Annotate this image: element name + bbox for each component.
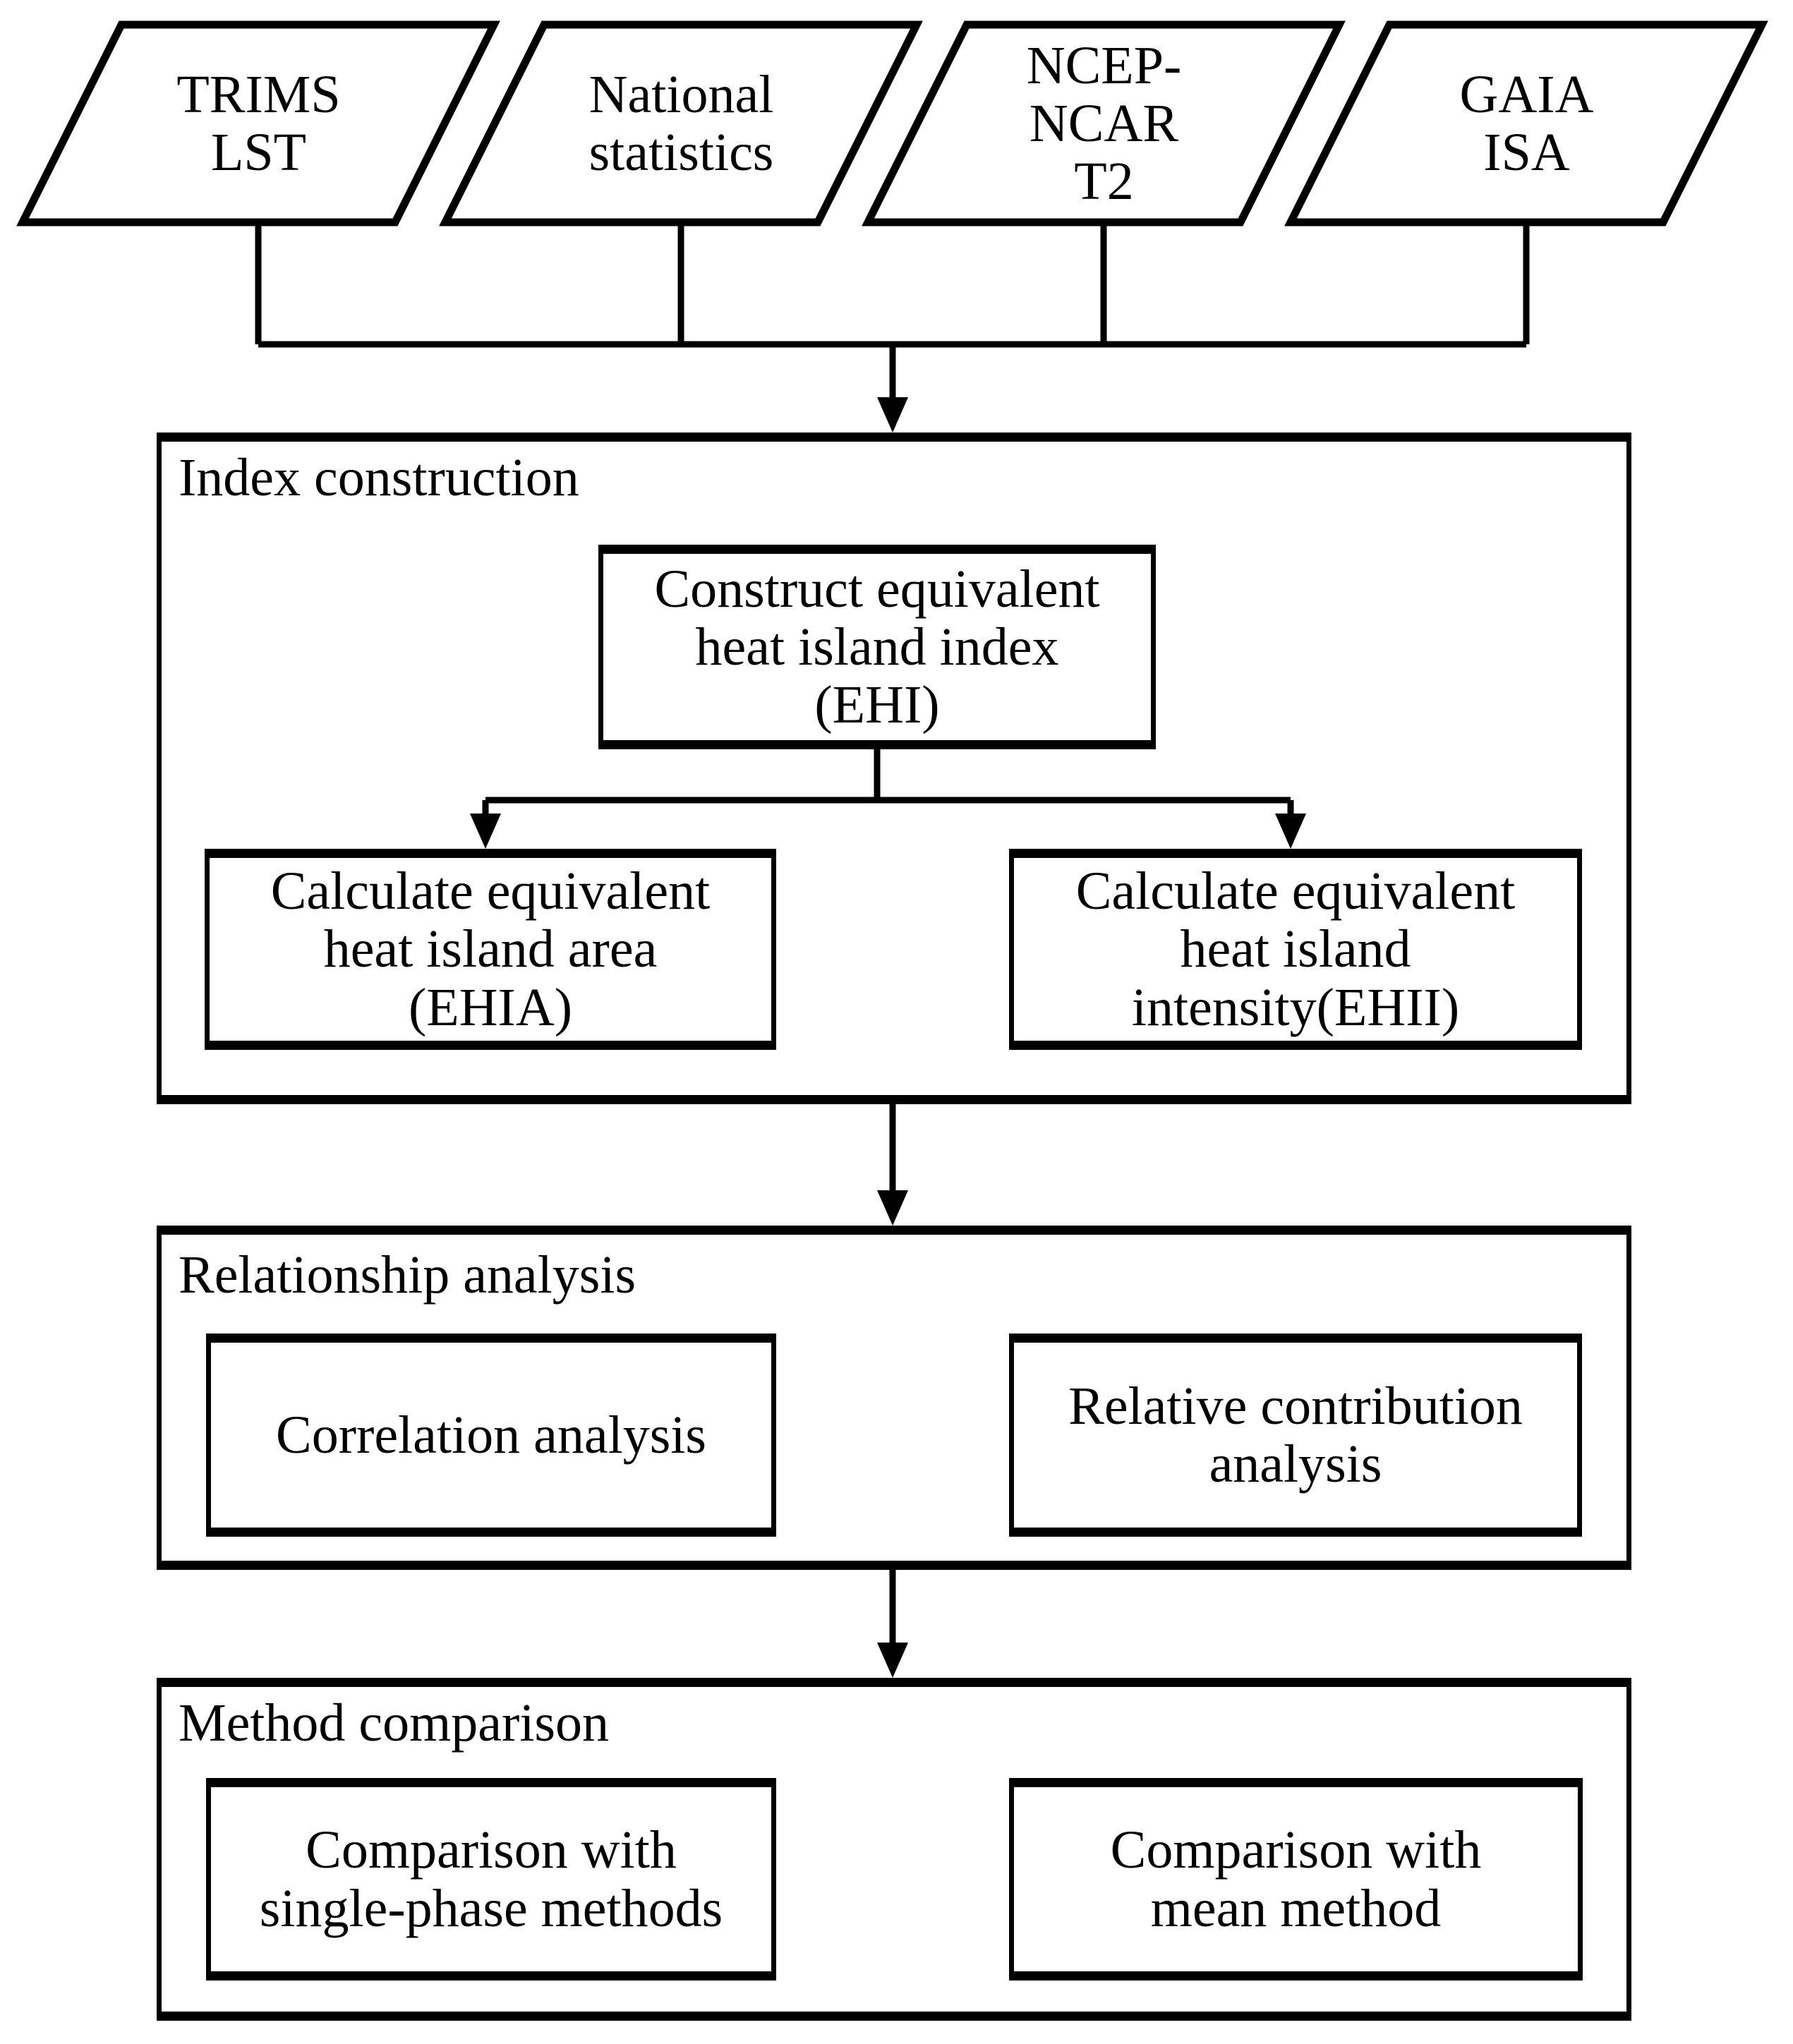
index-construction-title: Index construction <box>179 448 579 507</box>
arrowhead-icon <box>877 1190 908 1226</box>
arrow-to-relationship-analysis <box>877 1104 908 1226</box>
source-merge-connectors <box>255 226 1530 348</box>
source-label-trims-lst: TRIMS LST <box>176 64 341 182</box>
ehii-box-label: Calculate equivalent heat island intensi… <box>1075 861 1516 1037</box>
relationship-analysis-title: Relationship analysis <box>179 1245 636 1305</box>
mean-method-comparison-label: Comparison with mean method <box>1110 1820 1482 1938</box>
arrow-to-index-construction <box>877 344 908 433</box>
arrowhead-icon <box>877 1643 908 1678</box>
parallelogram-trims-lst <box>16 20 500 226</box>
single-phase-comparison-label: Comparison with single-phase methods <box>259 1820 723 1938</box>
method-comparison-container <box>157 1678 1631 2021</box>
ehia-box-label: Calculate equivalent heat island area (E… <box>270 861 711 1037</box>
arrowhead-icon <box>877 397 908 433</box>
source-label-ncep-ncar-t2: NCEP- NCAR T2 <box>1026 35 1182 212</box>
index-construction-container <box>157 433 1631 1104</box>
ehii-box: Calculate equivalent heat island intensi… <box>1009 849 1582 1050</box>
parallelogram-national-statistics <box>439 20 923 226</box>
arrow-to-method-comparison <box>877 1570 908 1678</box>
relative-contribution-label: Relative contribution analysis <box>1068 1376 1523 1494</box>
ehi-branch-connectors <box>470 749 1306 849</box>
method-comparison-title: Method comparison <box>179 1693 610 1753</box>
correlation-analysis-box: Correlation analysis <box>206 1334 776 1537</box>
source-parallelograms <box>16 20 1768 226</box>
parallelogram-ncep-ncar-t2 <box>862 20 1346 226</box>
relationship-analysis-container <box>157 1226 1631 1570</box>
single-phase-comparison-box: Comparison with single-phase methods <box>206 1778 776 1980</box>
source-label-gaia-isa: GAIA ISA <box>1459 64 1594 182</box>
ehi-box-label: Construct equivalent heat island index (… <box>654 559 1100 735</box>
ehia-box: Calculate equivalent heat island area (E… <box>205 849 776 1050</box>
correlation-analysis-label: Correlation analysis <box>276 1405 706 1465</box>
arrowhead-icon <box>470 814 501 849</box>
source-label-national-statistics: National statistics <box>588 64 774 182</box>
relative-contribution-box: Relative contribution analysis <box>1009 1334 1582 1537</box>
ehi-box: Construct equivalent heat island index (… <box>598 545 1156 749</box>
mean-method-comparison-box: Comparison with mean method <box>1009 1778 1583 1980</box>
arrowhead-icon <box>1275 814 1306 849</box>
parallelogram-gaia-isa <box>1284 20 1768 226</box>
